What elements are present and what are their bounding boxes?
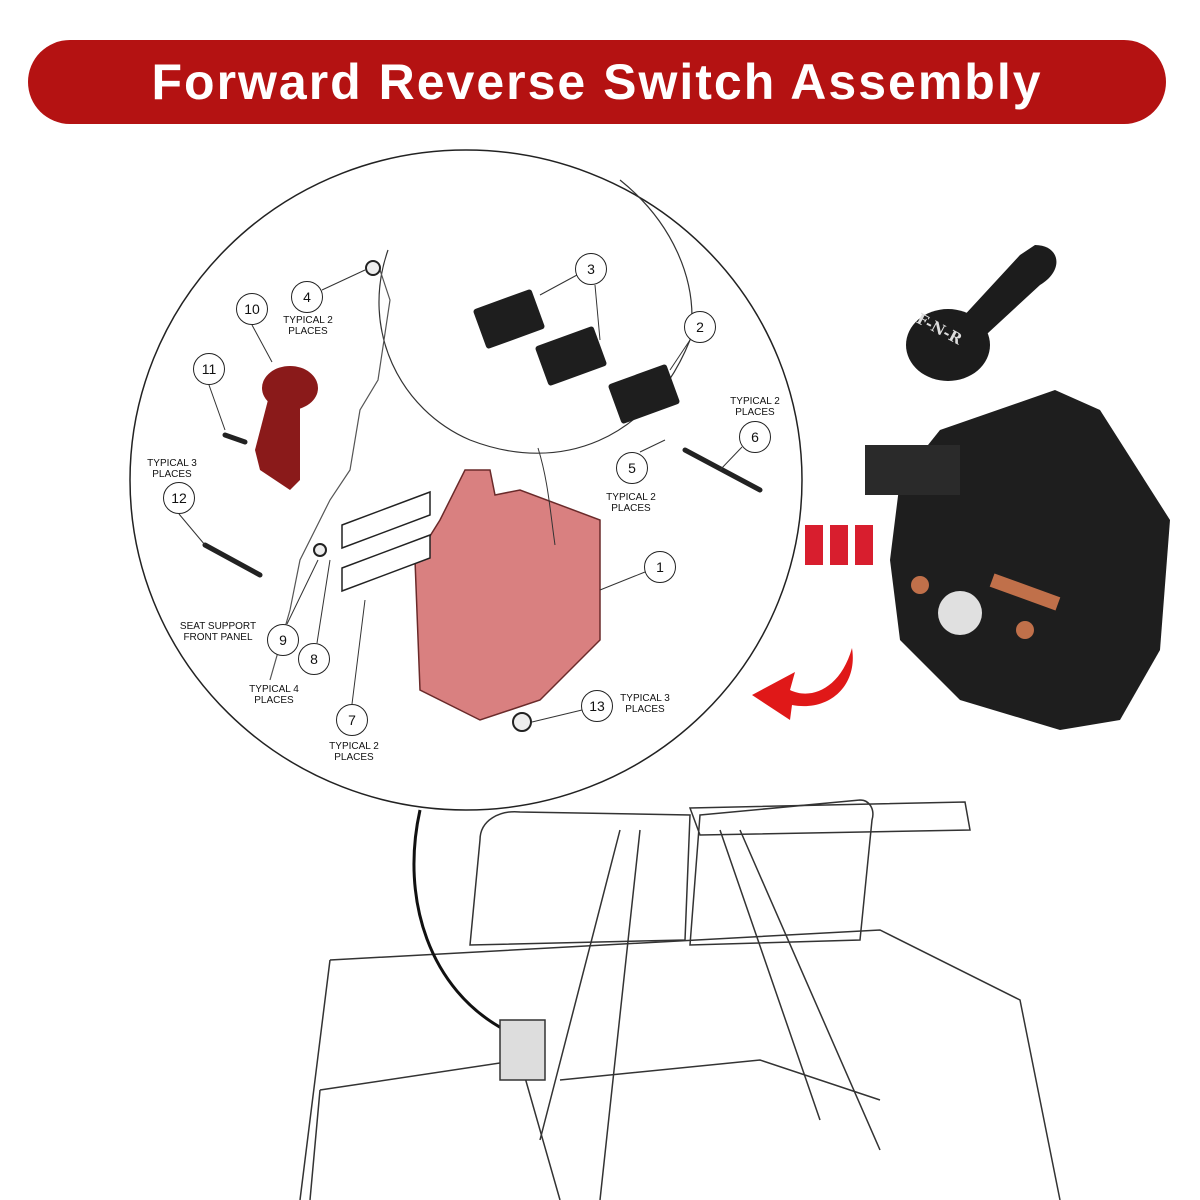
callout-3: 3 <box>575 253 607 285</box>
callout-1: 1 <box>644 551 676 583</box>
note-part-12: Typical 3 Places <box>147 458 197 480</box>
callout-4: 4 <box>291 281 323 313</box>
switch-photo <box>805 390 1170 730</box>
callout-13: 13 <box>581 690 613 722</box>
note-part-4: Typical 2 Places <box>283 315 333 337</box>
callout-2: 2 <box>684 311 716 343</box>
callout-5: 5 <box>616 452 648 484</box>
screws <box>202 432 763 578</box>
callout-9: 9 <box>267 624 299 656</box>
callout-11: 11 <box>193 353 225 385</box>
note-part-6: Typical 2 Places <box>730 396 780 418</box>
note-part-5: Typical 2 Places <box>606 492 656 514</box>
lever-part <box>255 366 318 490</box>
nut-9 <box>313 543 327 557</box>
callout-6: 6 <box>739 421 771 453</box>
title-banner: Forward Reverse Switch Assembly <box>28 40 1166 124</box>
fnr-knob-photo <box>906 245 1057 381</box>
inset-circle-arc <box>378 179 693 454</box>
nut-13 <box>512 712 532 732</box>
note-part-13: Typical 3 Places <box>620 693 670 715</box>
direction-arrow <box>752 648 853 720</box>
callout-10: 10 <box>236 293 268 325</box>
callout-12: 12 <box>163 482 195 514</box>
switch-housing <box>414 469 601 721</box>
golf-cart-drawing <box>299 799 1061 1200</box>
note-part-9: Typical 4 Places <box>249 684 299 706</box>
seat-panel-outline <box>269 269 391 681</box>
callout-7: 7 <box>336 704 368 736</box>
nut-4 <box>365 260 381 276</box>
note-part-7: Typical 2 Places <box>329 741 379 763</box>
leader-lines <box>178 269 743 723</box>
callout-8: 8 <box>298 643 330 675</box>
title: Forward Reverse Switch Assembly <box>151 54 1043 110</box>
detail-circle <box>129 149 803 811</box>
note-seat-support: Seat Support Front Panel <box>179 621 257 643</box>
micro-switch-group <box>473 289 680 424</box>
contact-plates <box>341 490 431 593</box>
